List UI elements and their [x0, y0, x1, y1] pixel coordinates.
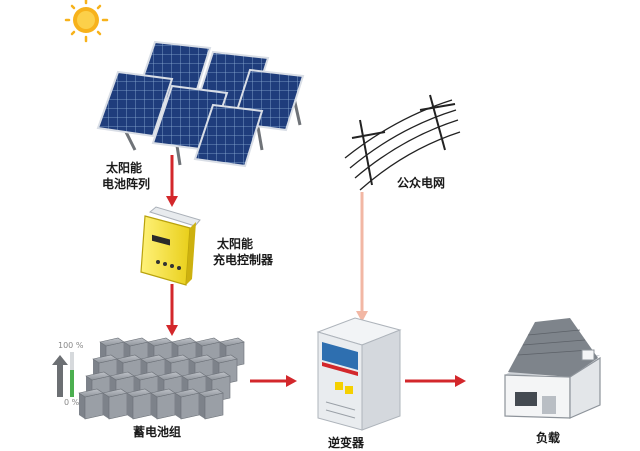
battery-bank: [78, 337, 245, 420]
controller-label: 太阳能 充电控制器: [213, 236, 273, 268]
battery-cell: [102, 388, 128, 420]
inverter: [316, 317, 402, 431]
battery-cell: [126, 388, 152, 420]
power-line-icon: [344, 94, 461, 191]
load-label: 负载: [536, 431, 561, 445]
house-icon: [504, 318, 601, 419]
solar-array-label-line2: 电池阵列: [102, 177, 151, 191]
charge-controller: [140, 206, 201, 286]
controller-label-line1: 太阳能: [217, 237, 254, 251]
battery-bank-label: 蓄电池组: [133, 425, 182, 439]
solar-array-label: 太阳能 电池阵列: [102, 160, 150, 192]
battery-level-indicator: [52, 352, 74, 397]
controller-label-line2: 充电控制器: [213, 253, 274, 267]
battery-cell: [198, 388, 224, 420]
sun-icon: [64, 0, 109, 43]
battery-empty-label: 0 %: [64, 398, 80, 407]
battery-full-label: 100 %: [58, 341, 84, 350]
battery-cell: [174, 388, 200, 420]
inverter-label: 逆变器: [328, 436, 365, 450]
battery-cell: [78, 388, 104, 420]
solar-panel-array: [96, 40, 305, 168]
flow-arrows: [166, 155, 466, 387]
public-grid-label: 公众电网: [397, 176, 446, 190]
battery-cell: [150, 388, 176, 420]
solar-array-label-line1: 太阳能: [106, 161, 143, 175]
